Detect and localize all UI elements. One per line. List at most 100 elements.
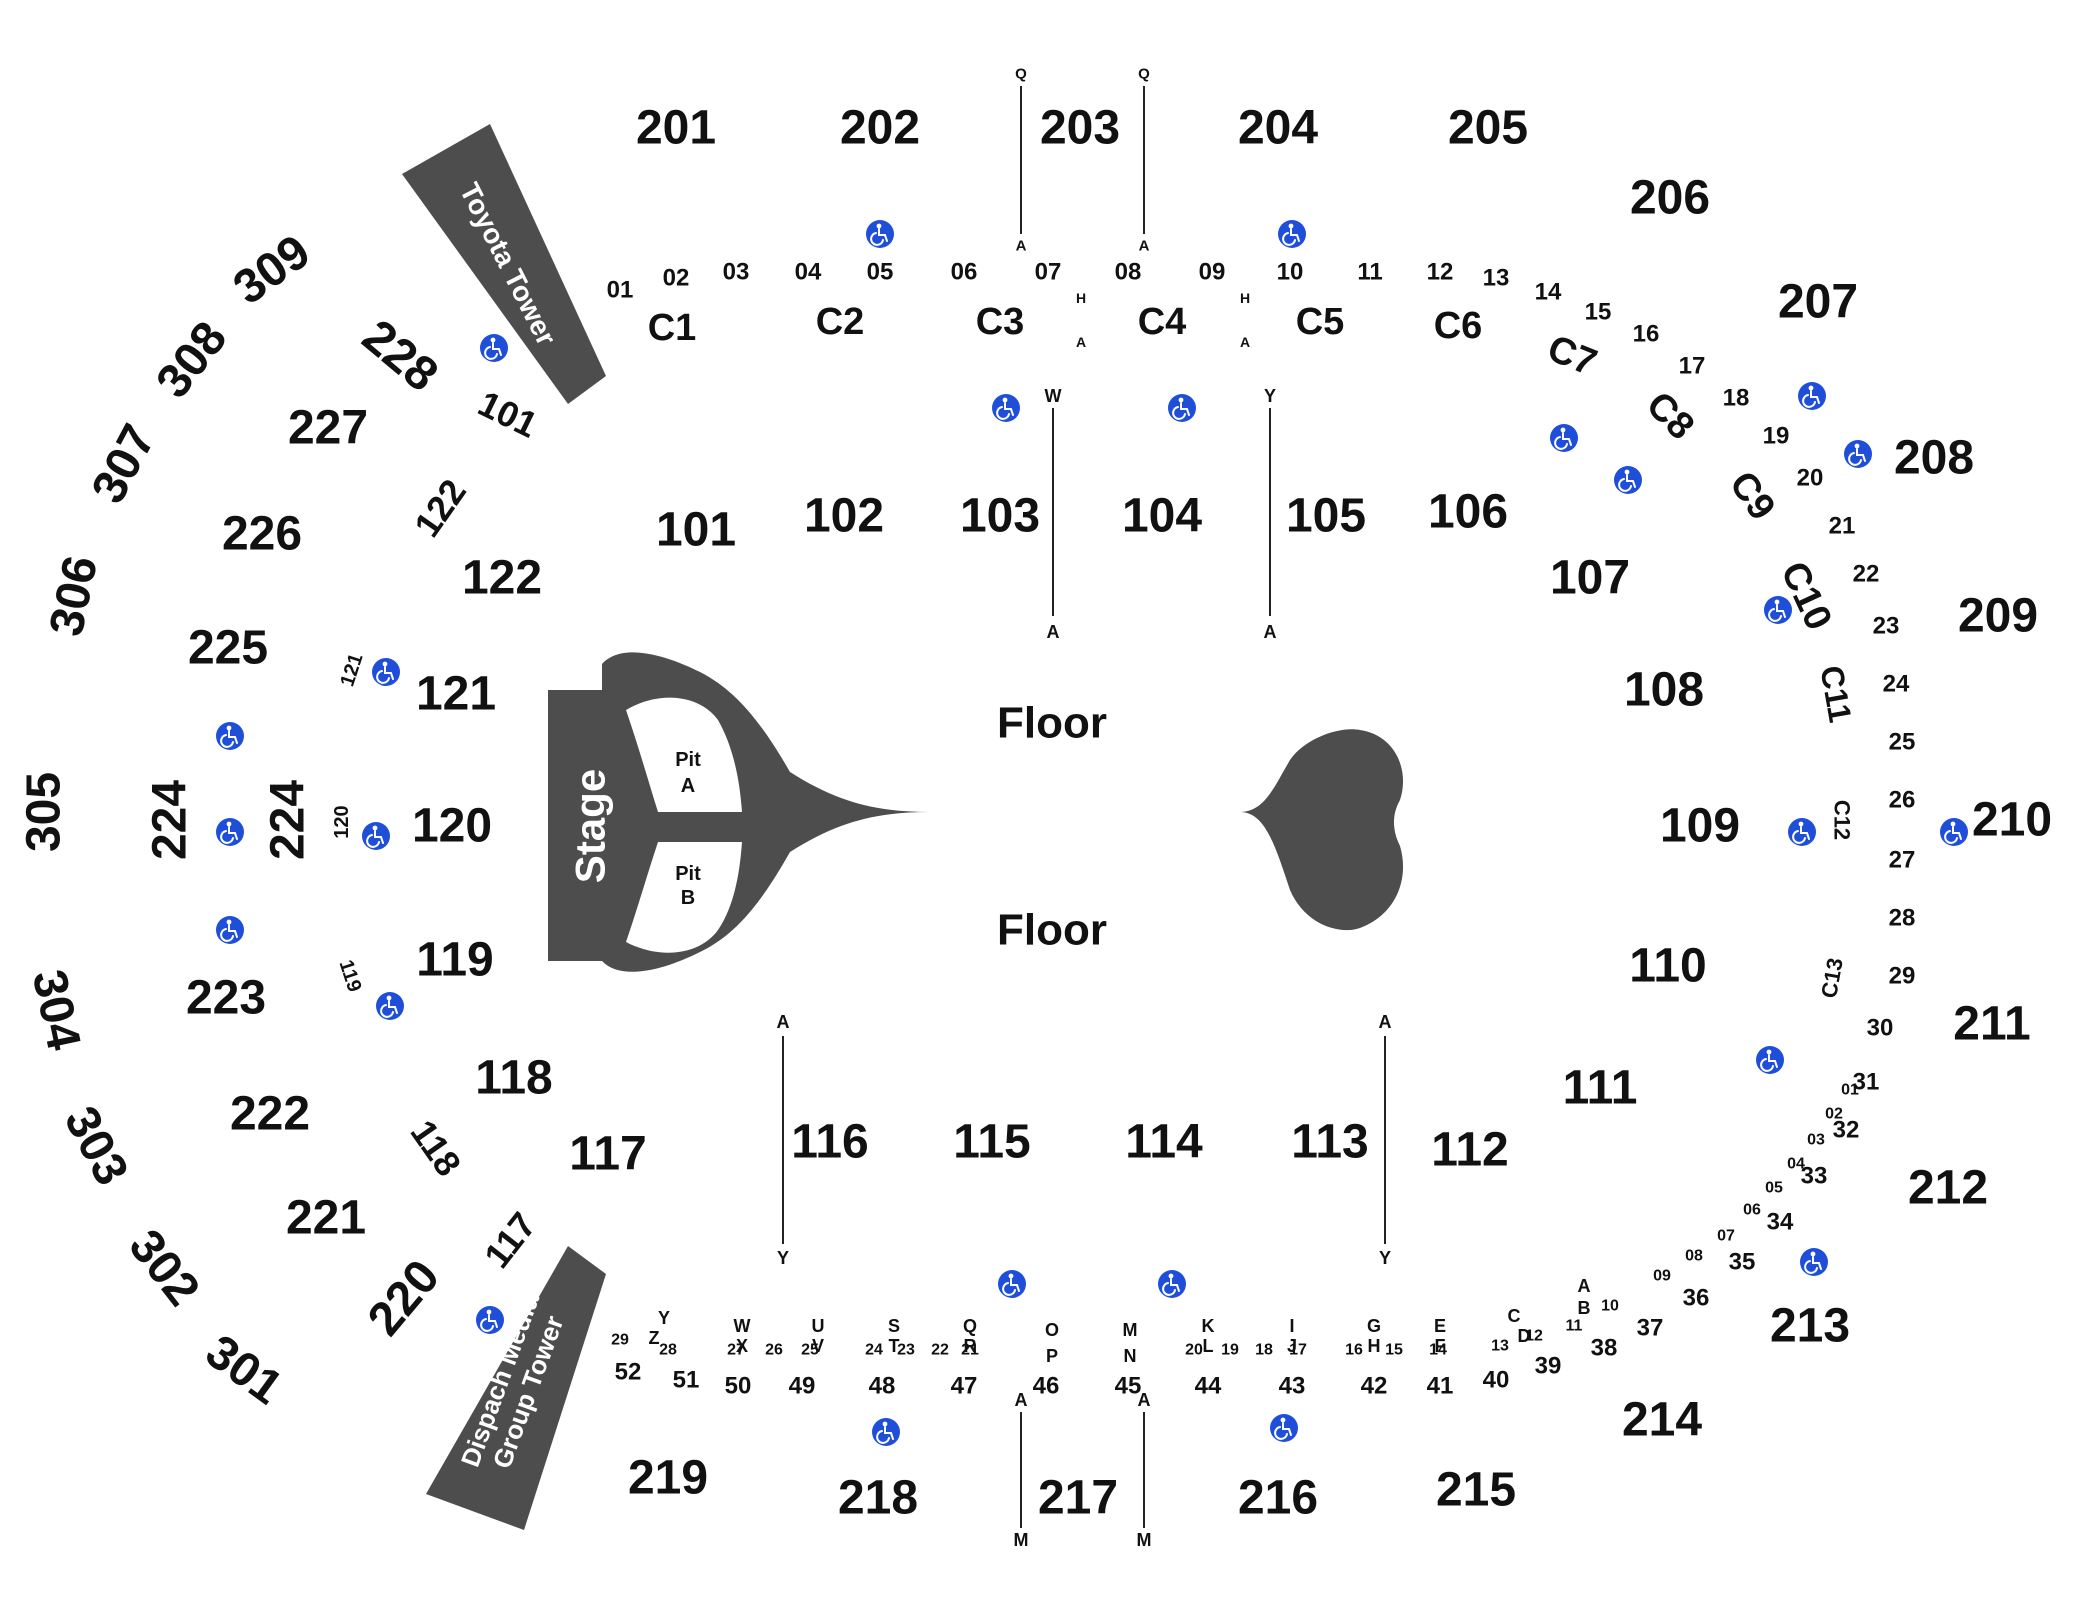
section-301[interactable]: 301 bbox=[196, 1325, 292, 1415]
section-111[interactable]: 111 bbox=[1563, 1062, 1638, 1115]
club-c12[interactable]: C12 bbox=[1830, 800, 1855, 840]
section-210[interactable]: 210 bbox=[1972, 794, 2052, 847]
section-118[interactable]: 118 bbox=[475, 1052, 552, 1105]
box-number-label: 31 bbox=[1853, 1069, 1880, 1096]
section-206[interactable]: 206 bbox=[1630, 172, 1710, 225]
section-113[interactable]: 113 bbox=[1291, 1116, 1368, 1169]
club-c4[interactable]: C4 bbox=[1138, 301, 1187, 343]
section-104[interactable]: 104 bbox=[1122, 490, 1202, 543]
section-114[interactable]: 114 bbox=[1125, 1116, 1203, 1169]
aisle-lines bbox=[782, 86, 1386, 1528]
box-number-label: 28 bbox=[659, 1342, 677, 1359]
section-117[interactable]: 117 bbox=[569, 1128, 646, 1181]
wheelchair-icon bbox=[372, 658, 400, 686]
section-308[interactable]: 308 bbox=[146, 312, 237, 408]
box-number-label: 01 bbox=[607, 277, 634, 304]
club-c2[interactable]: C2 bbox=[816, 301, 865, 343]
section-227[interactable]: 227 bbox=[288, 402, 368, 455]
club-c7[interactable]: C7 bbox=[1542, 327, 1603, 384]
section-305[interactable]: 305 bbox=[18, 772, 71, 852]
section-101[interactable]: 101 bbox=[656, 504, 736, 557]
section-225[interactable]: 225 bbox=[188, 622, 268, 675]
section-307[interactable]: 307 bbox=[82, 416, 166, 512]
wheelchair-icon bbox=[1800, 1248, 1828, 1276]
section-110[interactable]: 110 bbox=[1629, 940, 1706, 993]
section-202[interactable]: 202 bbox=[840, 102, 920, 155]
floor-label-top[interactable]: Floor bbox=[997, 699, 1107, 748]
section-208[interactable]: 208 bbox=[1894, 432, 1974, 485]
club-c9[interactable]: C9 bbox=[1721, 464, 1783, 528]
section-107[interactable]: 107 bbox=[1550, 552, 1630, 605]
row-letter-label: U bbox=[812, 1316, 825, 1336]
section-215[interactable]: 215 bbox=[1436, 1464, 1516, 1517]
section-220[interactable]: 220 bbox=[358, 1250, 450, 1345]
pit-b[interactable] bbox=[626, 842, 742, 953]
aisle-label: M bbox=[1014, 1530, 1029, 1550]
section-120[interactable]: 120 bbox=[412, 800, 492, 853]
section-223[interactable]: 223 bbox=[186, 972, 266, 1025]
wheelchair-icon bbox=[1550, 424, 1578, 452]
section-102[interactable]: 102 bbox=[804, 490, 884, 543]
club-c10[interactable]: C10 bbox=[1772, 556, 1840, 637]
stage-area: Stage Pit A Pit B Floor Floor bbox=[548, 652, 1404, 972]
section-109[interactable]: 109 bbox=[1660, 800, 1740, 853]
section-209[interactable]: 209 bbox=[1958, 590, 2038, 643]
pit-a[interactable] bbox=[626, 697, 742, 812]
section-228[interactable]: 228 bbox=[352, 310, 447, 402]
section-214[interactable]: 214 bbox=[1622, 1394, 1702, 1447]
section-212[interactable]: 212 bbox=[1908, 1162, 1988, 1215]
wheelchair-icon bbox=[1764, 596, 1792, 624]
club-c11[interactable]: C11 bbox=[1813, 663, 1858, 725]
section-121[interactable]: 121 bbox=[416, 668, 496, 721]
box-number-label: 26 bbox=[765, 1342, 783, 1359]
section-211[interactable]: 211 bbox=[1953, 998, 2030, 1051]
box-number-label: 36 bbox=[1683, 1285, 1710, 1312]
section-218[interactable]: 218 bbox=[838, 1472, 918, 1525]
section-304[interactable]: 304 bbox=[22, 965, 91, 1055]
section-224-inner[interactable]: 224 bbox=[262, 780, 315, 860]
section-122[interactable]: 122 bbox=[462, 552, 542, 605]
box-number-label: 10 bbox=[1601, 1298, 1619, 1315]
side-label-118: 118 bbox=[403, 1112, 470, 1183]
section-116[interactable]: 116 bbox=[791, 1116, 868, 1169]
club-c1[interactable]: C1 bbox=[648, 307, 697, 349]
section-219[interactable]: 219 bbox=[628, 1452, 708, 1505]
club-c8[interactable]: C8 bbox=[1638, 384, 1702, 448]
box-number-label: 27 bbox=[727, 1342, 745, 1359]
row-letter-label: H bbox=[1368, 1336, 1381, 1356]
club-c6[interactable]: C6 bbox=[1434, 305, 1483, 347]
section-119[interactable]: 119 bbox=[416, 934, 493, 987]
section-105[interactable]: 105 bbox=[1286, 490, 1366, 543]
section-309[interactable]: 309 bbox=[224, 225, 320, 315]
aisle-row-labels: Q A Q A H A H A W A Y A A Y A Y A M A M bbox=[777, 66, 1392, 1551]
box-number-label: 06 bbox=[951, 259, 978, 286]
club-c3[interactable]: C3 bbox=[976, 301, 1025, 343]
floor-label-bottom[interactable]: Floor bbox=[997, 906, 1107, 955]
section-224-outer[interactable]: 224 bbox=[144, 780, 197, 860]
section-221[interactable]: 221 bbox=[286, 1192, 366, 1245]
row-letter-label: C bbox=[1508, 1306, 1521, 1326]
section-306[interactable]: 306 bbox=[40, 551, 108, 640]
section-204[interactable]: 204 bbox=[1238, 102, 1318, 155]
section-115[interactable]: 115 bbox=[953, 1116, 1030, 1169]
section-207[interactable]: 207 bbox=[1778, 276, 1858, 329]
section-302[interactable]: 302 bbox=[118, 1220, 209, 1316]
section-106[interactable]: 106 bbox=[1428, 486, 1508, 539]
section-226[interactable]: 226 bbox=[222, 508, 302, 561]
section-103[interactable]: 103 bbox=[960, 490, 1040, 543]
section-303[interactable]: 303 bbox=[54, 1098, 138, 1194]
club-c13[interactable]: C13 bbox=[1816, 956, 1848, 1000]
section-213[interactable]: 213 bbox=[1770, 1300, 1850, 1353]
section-203[interactable]: 203 bbox=[1040, 102, 1120, 155]
section-222[interactable]: 222 bbox=[230, 1088, 310, 1141]
section-108[interactable]: 108 bbox=[1624, 664, 1704, 717]
section-112[interactable]: 112 bbox=[1431, 1124, 1508, 1177]
section-217[interactable]: 217 bbox=[1038, 1472, 1118, 1525]
box-number-label: 07 bbox=[1717, 1228, 1735, 1245]
section-205[interactable]: 205 bbox=[1448, 102, 1528, 155]
section-216[interactable]: 216 bbox=[1238, 1472, 1318, 1525]
box-number-label: 06 bbox=[1743, 1202, 1761, 1219]
box-number-label: 28 bbox=[1889, 905, 1916, 932]
section-201[interactable]: 201 bbox=[636, 102, 716, 155]
club-c5[interactable]: C5 bbox=[1296, 301, 1345, 343]
